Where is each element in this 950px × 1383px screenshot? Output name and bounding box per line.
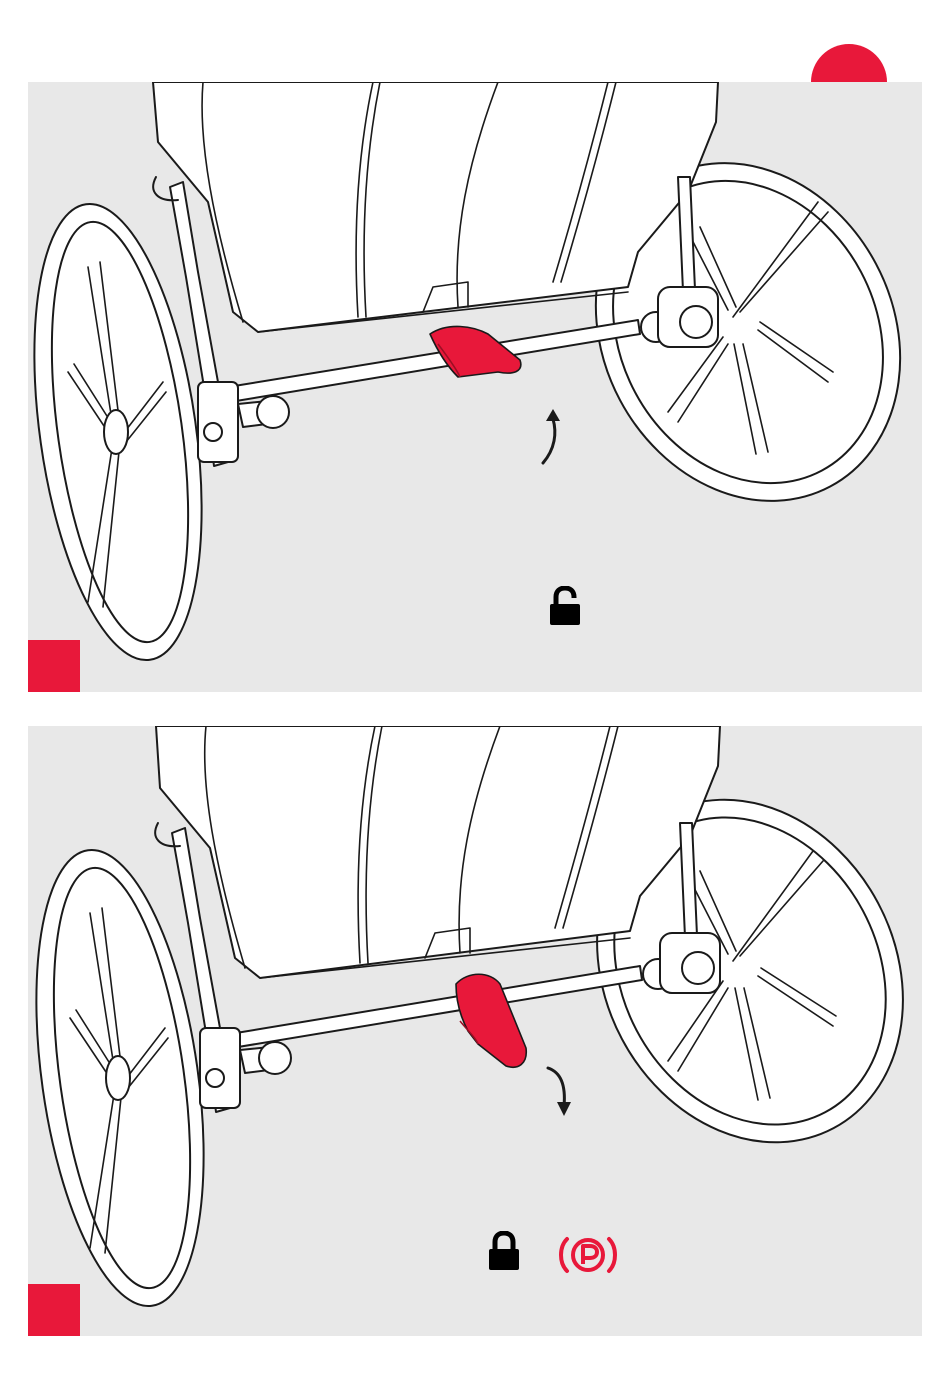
- padlock-open-icon: [548, 586, 582, 626]
- curved-arrow-down-icon: [544, 1062, 580, 1120]
- curved-arrow-up-icon: [533, 407, 569, 467]
- stroller-rear-illustration: [28, 726, 922, 1336]
- padlock-closed-icon: [487, 1231, 521, 1271]
- step-marker: [28, 640, 80, 692]
- step-marker: [28, 1284, 80, 1336]
- parking-brake-icon: [557, 1235, 619, 1275]
- panel-brake-engage: [28, 726, 922, 1336]
- panel-brake-release: [28, 82, 922, 692]
- stroller-rear-illustration: [28, 82, 922, 692]
